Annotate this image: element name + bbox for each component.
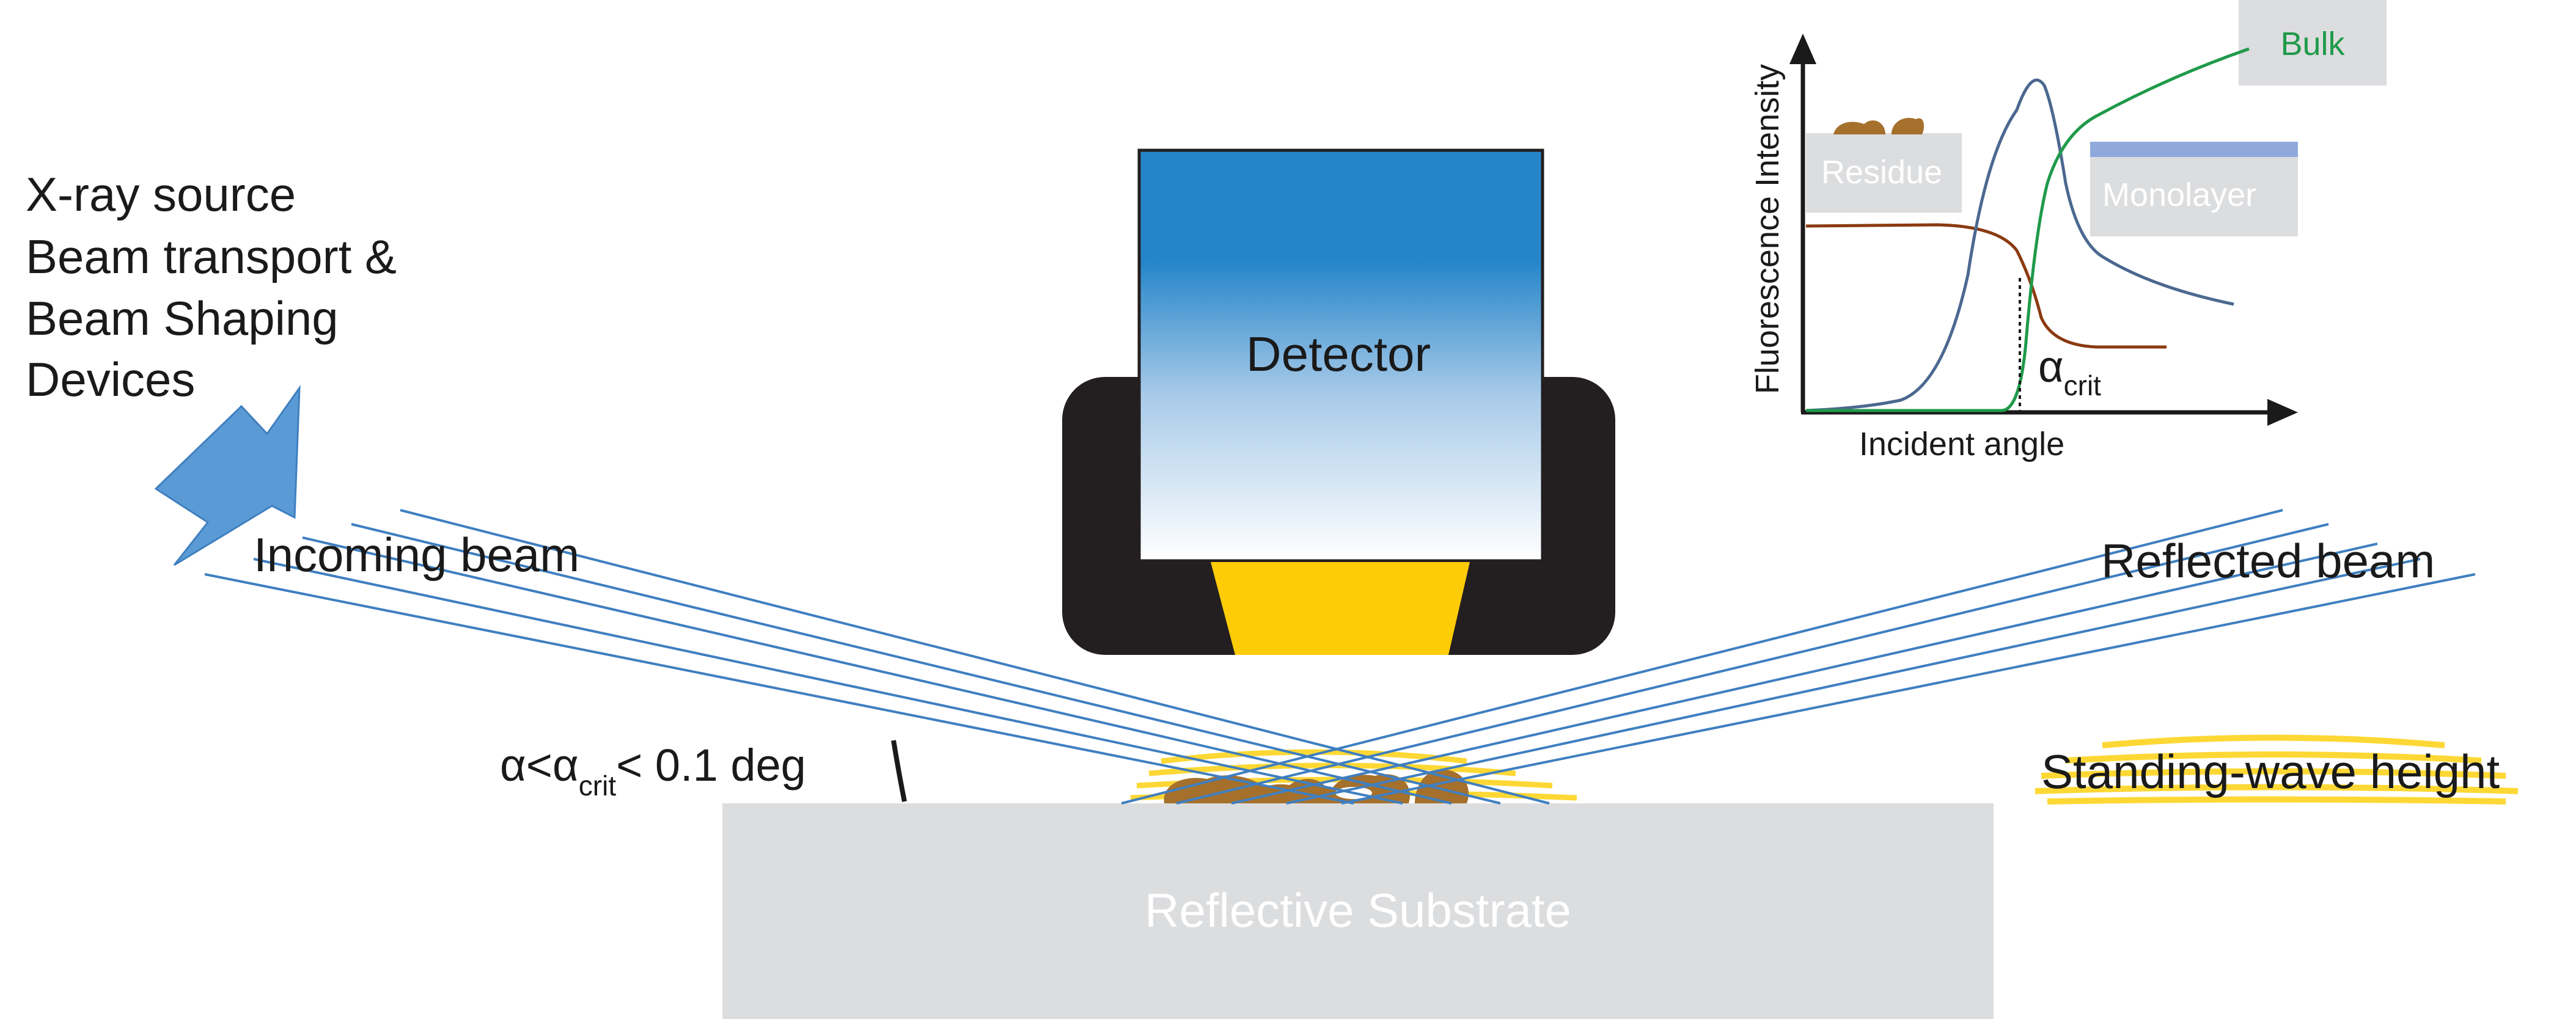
source-label-line2: Beam transport & bbox=[26, 230, 397, 283]
reflected-beam-label: Reflected beam bbox=[2101, 534, 2435, 588]
bulk-legend-label: Bulk bbox=[2280, 26, 2345, 62]
angle-arc bbox=[891, 740, 907, 802]
residue-legend-box bbox=[1806, 133, 1962, 213]
detector: Detector bbox=[1062, 148, 1615, 655]
monolayer-legend-label: Monolayer bbox=[2102, 177, 2256, 213]
curve-residue bbox=[1805, 223, 2167, 349]
substrate-label: Reflective Substrate bbox=[1145, 883, 1571, 937]
standing-wave-legend: Standing-wave height bbox=[2035, 734, 2519, 805]
detector-window bbox=[1211, 562, 1470, 655]
xray-source-arrow bbox=[154, 385, 301, 566]
bulk-legend-box bbox=[2239, 0, 2387, 86]
monolayer-legend-bar bbox=[2090, 142, 2298, 157]
inset-ylabel: Fluorescence Intensity bbox=[1749, 64, 1786, 394]
y-axis-arrowhead bbox=[1789, 34, 1816, 64]
inset-axes bbox=[1800, 43, 2280, 415]
incoming-beam-label: Incoming beam bbox=[254, 528, 579, 582]
detector-label: Detector bbox=[1246, 327, 1431, 381]
inset-xlabel: Incident angle bbox=[1859, 426, 2064, 462]
residue-legend-icon bbox=[1833, 117, 1924, 134]
angle-label: α<αcrit< 0.1 deg bbox=[500, 740, 907, 802]
detector-head bbox=[1137, 148, 1544, 563]
inset-chart: Bulk Residue Monolayer αcrit Incident an… bbox=[1749, 0, 2387, 462]
reflective-substrate bbox=[722, 803, 1994, 1019]
critical-angle-label: αcrit bbox=[2038, 343, 2101, 401]
standing-wave-label: Standing-wave height bbox=[2041, 745, 2500, 798]
curve-monolayer bbox=[1805, 78, 2234, 412]
svg-text:α<αcrit< 0.1 deg: α<αcrit< 0.1 deg bbox=[500, 740, 806, 802]
x-axis-arrowhead bbox=[2267, 399, 2298, 426]
source-label-line1: X-ray source bbox=[26, 167, 296, 221]
source-label-line3: Beam Shaping bbox=[26, 291, 339, 345]
curve-bulk bbox=[1806, 47, 2250, 412]
residue-legend-label: Residue bbox=[1821, 154, 1942, 191]
reflected-beam-lines bbox=[1121, 509, 2476, 805]
monolayer-legend-box bbox=[2090, 157, 2298, 236]
source-label-line4: Devices bbox=[26, 352, 195, 406]
